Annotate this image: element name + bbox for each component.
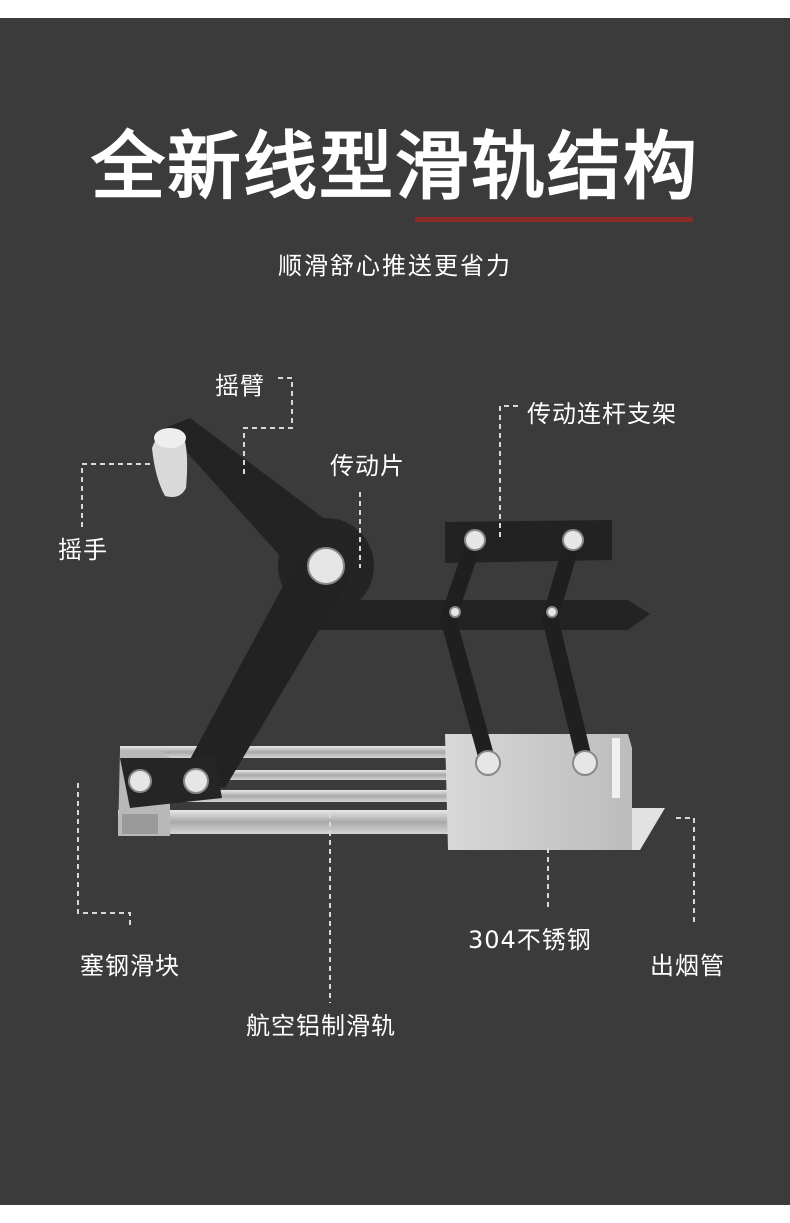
drive-bar [300,600,650,630]
mechanism-illustration [77,377,695,1003]
lower-arm [180,558,350,788]
page-title: 全新线型滑轨结构 [91,124,699,210]
label-rocker-arm: 摇臂 [215,372,265,400]
label-drive-plate: 传动片 [330,452,405,480]
linkage-rods [440,532,593,771]
handle-knob [152,428,188,497]
title-accent-underline [415,217,693,222]
poster-canvas: 全新线型滑轨结构 顺滑舒心推送更省力 [0,18,790,1205]
label-stainless-steel: 304不锈钢 [468,926,592,954]
label-exhaust-pipe: 出烟管 [650,952,725,980]
label-handle: 摇手 [58,536,108,564]
label-aluminum-rail: 航空铝制滑轨 [246,1012,396,1040]
label-linkage-bracket: 传动连杆支架 [527,400,677,428]
page-subtitle: 顺滑舒心推送更省力 [278,252,512,280]
label-steel-slider: 塞钢滑块 [80,952,180,980]
leader-lines [77,377,695,1003]
bolts [128,529,598,794]
